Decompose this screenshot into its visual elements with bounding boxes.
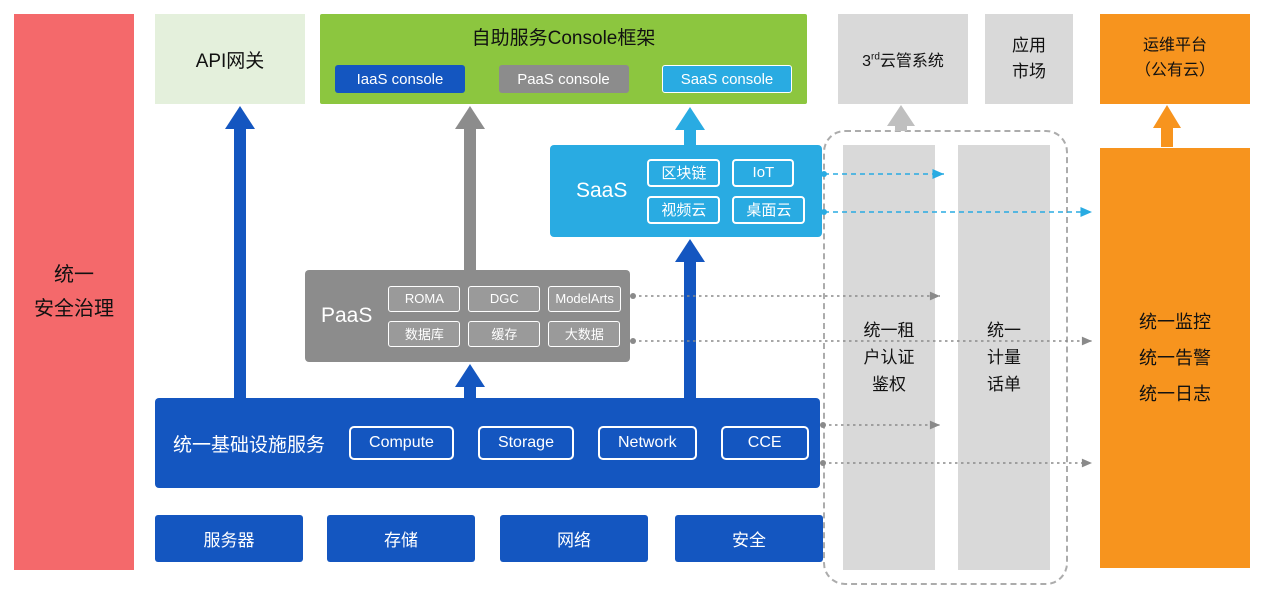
arrow-infra-to-saas <box>675 239 705 398</box>
paas-console-chip: PaaS console <box>498 65 629 93</box>
shared-services-frame <box>823 130 1068 585</box>
hardware-storage-box: 存储 <box>327 515 475 562</box>
infrastructure-chip-row: Compute Storage Network CCE <box>349 426 809 460</box>
paas-chip-row-2: 数据库 缓存 大数据 <box>388 320 621 347</box>
security-governance-bar: 统一 安全治理 <box>14 14 134 570</box>
paas-item-bigdata: 大数据 <box>548 320 621 347</box>
third-party-cloud-box: 3rd云管系统 <box>838 14 968 104</box>
hardware-security-box: 安全 <box>675 515 823 562</box>
infra-item-compute: Compute <box>349 426 454 460</box>
saas-item-video-cloud: 视频云 <box>647 195 721 224</box>
saas-chip-grid: 区块链 IoT 视频云 桌面云 <box>647 158 806 224</box>
saas-layer-box: SaaS 区块链 IoT 视频云 桌面云 <box>550 145 822 237</box>
third-party-base: 3 <box>862 53 871 70</box>
hardware-security-label: 安全 <box>732 531 766 550</box>
paas-item-roma: ROMA <box>388 285 461 312</box>
third-party-sup: rd <box>870 51 880 63</box>
hardware-network-box: 网络 <box>500 515 648 562</box>
paas-item-database: 数据库 <box>388 320 461 347</box>
third-party-cloud-label: 3rd云管系统 <box>862 47 944 71</box>
auth-bar: 统一租 户认证 鉴权 <box>843 145 935 570</box>
console-chip-row: IaaS console PaaS console SaaS console <box>335 65 792 93</box>
arrow-shared-to-3rd-cloud <box>887 105 915 131</box>
monitoring-box: 统一监控 统一告警 统一日志 <box>1100 148 1250 568</box>
saas-item-blockchain: 区块链 <box>647 158 721 187</box>
monitoring-label: 统一监控 统一告警 统一日志 <box>1139 312 1211 404</box>
infra-item-cce: CCE <box>720 426 809 460</box>
saas-layer-label: SaaS <box>576 179 628 202</box>
infrastructure-label: 统一基础设施服务 <box>173 434 326 456</box>
hardware-storage-label: 存储 <box>384 531 418 550</box>
saas-item-iot: IoT <box>732 158 795 187</box>
api-gateway-box: API网关 <box>155 14 305 104</box>
app-market-box: 应用 市场 <box>985 14 1073 104</box>
ops-platform-label: 运维平台 （公有云） <box>1134 37 1215 79</box>
infra-item-storage: Storage <box>477 426 574 460</box>
paas-chip-row-1: ROMA DGC ModelArts <box>388 285 621 312</box>
security-governance-label: 统一 安全治理 <box>34 264 114 320</box>
auth-bar-label: 统一租 户认证 鉴权 <box>863 320 915 395</box>
console-framework-title: 自助服务Console框架 <box>471 28 656 49</box>
ops-platform-box: 运维平台 （公有云） <box>1100 14 1250 104</box>
arrow-monitoring-to-ops <box>1153 105 1181 147</box>
console-framework-box: 自助服务Console框架 IaaS console PaaS console … <box>320 14 807 104</box>
paas-item-modelarts: ModelArts <box>548 285 621 312</box>
paas-chip-grid: ROMA DGC ModelArts 数据库 缓存 大数据 <box>388 285 621 347</box>
saas-console-chip: SaaS console <box>662 65 792 93</box>
saas-chip-row-2: 视频云 桌面云 <box>647 195 806 224</box>
infra-item-network: Network <box>597 426 697 460</box>
hardware-server-label: 服务器 <box>203 531 255 550</box>
arrow-infra-to-paas <box>455 364 485 398</box>
hardware-network-label: 网络 <box>557 531 591 550</box>
paas-layer-label: PaaS <box>321 304 373 327</box>
paas-item-dgc: DGC <box>468 285 541 312</box>
billing-bar-label: 统一 计量 话单 <box>987 320 1021 395</box>
saas-item-desktop-cloud: 桌面云 <box>732 195 806 224</box>
paas-item-cache: 缓存 <box>468 320 541 347</box>
arrow-saas-to-console <box>675 107 705 145</box>
arrow-infra-to-api-gateway <box>225 106 255 398</box>
api-gateway-label: API网关 <box>195 50 265 72</box>
third-party-rest: 云管系统 <box>879 53 944 70</box>
arrow-paas-to-console <box>455 106 485 270</box>
billing-bar: 统一 计量 话单 <box>958 145 1050 570</box>
paas-layer-box: PaaS ROMA DGC ModelArts 数据库 缓存 大数据 <box>305 270 630 362</box>
hardware-server-box: 服务器 <box>155 515 303 562</box>
saas-chip-row-1: 区块链 IoT <box>647 158 805 187</box>
iaas-console-chip: IaaS console <box>335 65 465 93</box>
infrastructure-layer-box: 统一基础设施服务 Compute Storage Network CCE <box>155 398 820 488</box>
app-market-label: 应用 市场 <box>1012 35 1046 81</box>
